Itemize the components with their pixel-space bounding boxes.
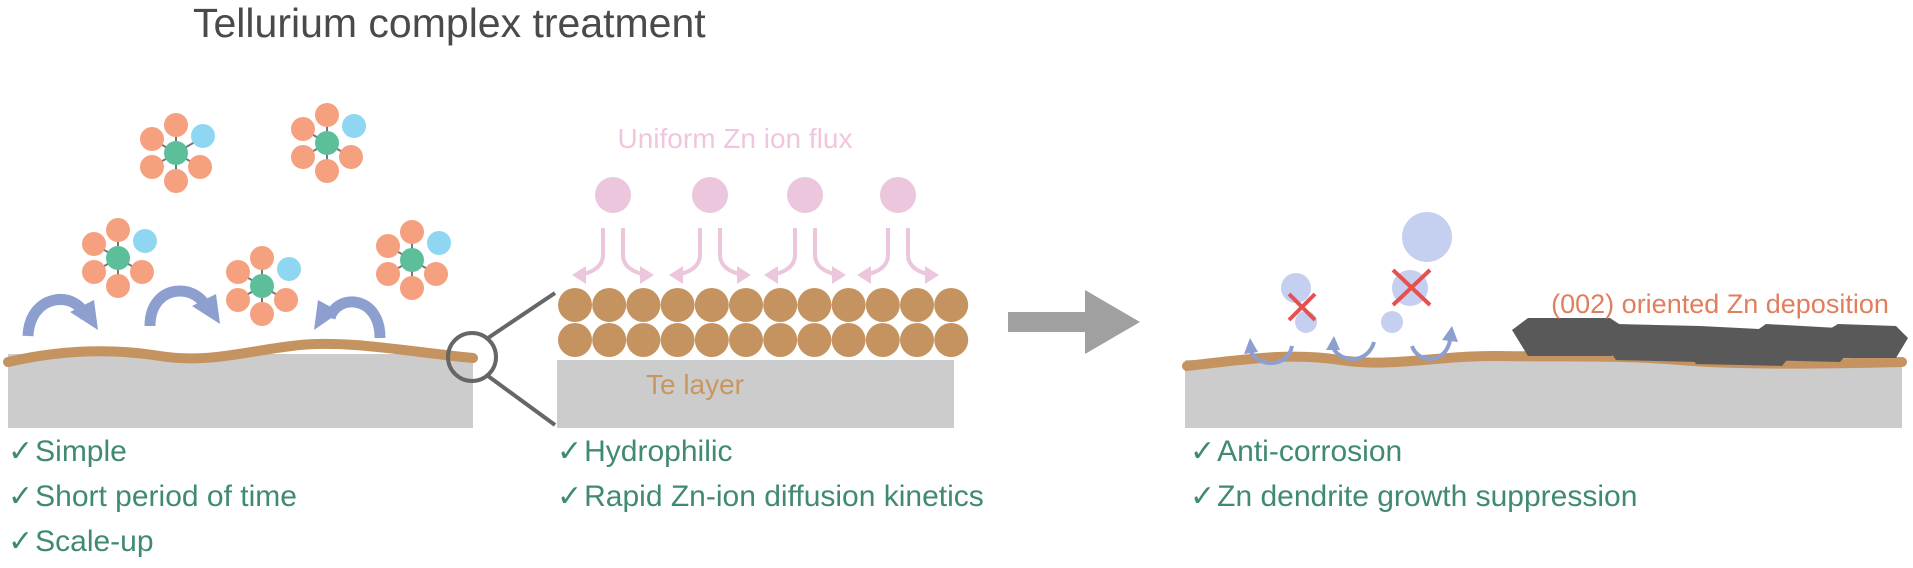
cross-icon bbox=[1287, 292, 1317, 322]
middle-benefits-list: ✓Hydrophilic ✓Rapid Zn-ion diffusion kin… bbox=[557, 433, 984, 523]
te-atom bbox=[626, 288, 661, 322]
reaction-arrow bbox=[1410, 326, 1458, 361]
benefit-item: ✓Rapid Zn-ion diffusion kinetics bbox=[557, 480, 984, 513]
check-icon: ✓ bbox=[8, 435, 34, 468]
right-benefits-list: ✓Anti-corrosion ✓Zn dendrite growth supp… bbox=[1190, 433, 1637, 523]
zn-ion bbox=[880, 177, 916, 213]
benefit-item: ✓Short period of time bbox=[8, 480, 297, 513]
te-atom bbox=[797, 288, 832, 322]
te-atom bbox=[763, 323, 798, 357]
benefit-item: ✓Hydrophilic bbox=[557, 435, 733, 468]
te-atom bbox=[763, 288, 798, 322]
adsorption-arrow bbox=[144, 285, 220, 327]
right-panel: (002) oriented Zn deposition bbox=[1182, 212, 1908, 428]
left-panel bbox=[3, 103, 557, 428]
zoom-line-bottom bbox=[486, 374, 557, 427]
te-atom bbox=[694, 288, 729, 322]
check-icon: ✓ bbox=[1190, 435, 1216, 468]
zn-substrate-left bbox=[8, 354, 473, 428]
te-atom bbox=[558, 323, 592, 357]
zoom-circle bbox=[446, 331, 498, 383]
deposition-label: (002) oriented Zn deposition bbox=[1551, 289, 1889, 319]
te-atom bbox=[660, 323, 695, 357]
zn-deposit-plate bbox=[1818, 324, 1908, 358]
benefit-item: ✓Scale-up bbox=[8, 525, 154, 558]
flux-arrow bbox=[669, 228, 751, 284]
check-icon: ✓ bbox=[8, 480, 34, 513]
reaction-arrow bbox=[1326, 336, 1376, 361]
process-arrow bbox=[1008, 290, 1140, 354]
adsorption-arrow bbox=[314, 296, 386, 339]
te-atom bbox=[831, 323, 866, 357]
flux-arrow bbox=[572, 228, 654, 284]
zn-ion bbox=[692, 177, 728, 213]
benefit-item: ✓Simple bbox=[8, 435, 127, 468]
te-atom bbox=[865, 288, 900, 322]
benefit-item: ✓Anti-corrosion bbox=[1190, 435, 1403, 468]
te-atom bbox=[694, 323, 729, 357]
bubble bbox=[1381, 311, 1403, 333]
check-icon: ✓ bbox=[557, 435, 583, 468]
tellurium-complex bbox=[291, 103, 366, 183]
page-title: Tellurium complex treatment bbox=[193, 0, 706, 46]
te-atom bbox=[626, 323, 661, 357]
te-atom bbox=[900, 323, 934, 357]
bubble bbox=[1402, 212, 1452, 262]
cross-icon bbox=[1391, 268, 1432, 307]
te-layer-label: Te layer bbox=[646, 369, 744, 400]
te-atom bbox=[558, 288, 592, 322]
check-icon: ✓ bbox=[1190, 480, 1216, 513]
te-atom bbox=[934, 288, 969, 322]
te-atom bbox=[797, 323, 832, 357]
flux-arrow bbox=[764, 228, 846, 284]
adsorption-arrow bbox=[22, 294, 98, 337]
te-atom bbox=[592, 323, 627, 357]
zn-substrate-right bbox=[1185, 360, 1902, 428]
zn-deposit-plate bbox=[1512, 318, 1628, 356]
zoom-line-top bbox=[486, 291, 557, 340]
tellurium-complex bbox=[82, 218, 157, 298]
te-atom bbox=[934, 323, 969, 357]
left-benefits-list: ✓Simple ✓Short period of time ✓Scale-up bbox=[8, 433, 297, 568]
te-atom bbox=[660, 288, 695, 322]
te-atom bbox=[831, 288, 866, 322]
reaction-arrow bbox=[1244, 338, 1294, 365]
middle-panel: Uniform Zn ion flux bbox=[557, 123, 969, 428]
te-atom-layer bbox=[558, 288, 969, 357]
te-coating-left bbox=[3, 338, 478, 367]
te-atom bbox=[729, 323, 763, 357]
te-atom bbox=[900, 288, 934, 322]
check-icon: ✓ bbox=[557, 480, 583, 513]
flux-arrow bbox=[857, 228, 939, 284]
bubble bbox=[1295, 311, 1317, 333]
te-atom bbox=[729, 288, 763, 322]
check-icon: ✓ bbox=[8, 525, 34, 558]
te-atom bbox=[865, 323, 900, 357]
zn-ion bbox=[787, 177, 823, 213]
benefit-item: ✓Zn dendrite growth suppression bbox=[1190, 480, 1638, 513]
te-atom bbox=[592, 288, 627, 322]
flux-label: Uniform Zn ion flux bbox=[618, 123, 853, 154]
tellurium-complex bbox=[226, 246, 301, 326]
tellurium-complex bbox=[140, 113, 215, 193]
zn-substrate-middle bbox=[557, 360, 954, 428]
zn-ion bbox=[595, 177, 631, 213]
tellurium-complex bbox=[376, 220, 451, 300]
